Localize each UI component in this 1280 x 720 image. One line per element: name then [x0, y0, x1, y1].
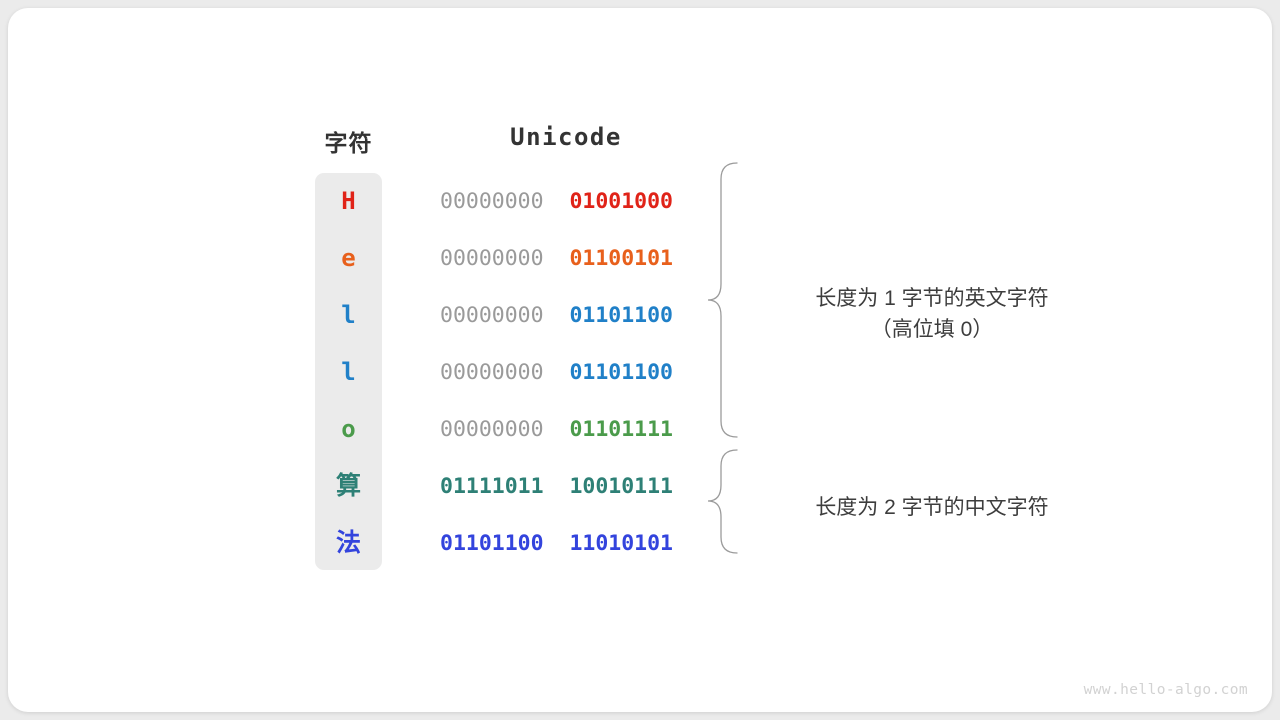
high-byte: 00000000	[440, 417, 544, 442]
high-byte: 01101100	[440, 531, 544, 556]
character-cell: e	[341, 244, 356, 272]
low-byte: 10010111	[569, 474, 674, 499]
low-byte: 01101111	[569, 417, 674, 442]
character-cell: 法	[335, 529, 361, 557]
character-column-panel	[315, 173, 382, 570]
high-byte: 00000000	[440, 246, 544, 271]
high-byte: 01111011	[440, 474, 544, 499]
figure-card: 字符 Unicode H 00000000 01001000 e 00000000 0…	[8, 8, 1272, 712]
low-byte: 01001000	[569, 189, 674, 214]
high-byte: 00000000	[440, 360, 544, 385]
column-header-character: 字符	[324, 130, 373, 156]
high-byte: 00000000	[440, 303, 544, 328]
unicode-bits-cell: 01101100 11010101	[440, 515, 692, 572]
high-byte: 00000000	[440, 189, 544, 214]
annotation-two-byte: 长度为 2 字节的中文字符	[815, 496, 1049, 519]
unicode-bits-cell: 00000000 01100101	[440, 230, 692, 287]
unicode-bits-cell: 00000000 01101100	[440, 287, 692, 344]
unicode-bits-cell: 00000000 01101111	[440, 401, 692, 458]
low-byte: 11010101	[569, 531, 674, 556]
encoding-row: l 00000000 01101100	[8, 344, 1272, 401]
annotation-one-byte: 长度为 1 字节的英文字符 （高位填 0）	[815, 287, 1049, 341]
unicode-bits-cell: 01111011 10010111	[440, 458, 692, 515]
watermark: www.hello-algo.com	[1083, 682, 1248, 698]
character-cell: l	[341, 301, 356, 329]
encoding-row: l 00000000 01101100	[8, 287, 1272, 344]
encoding-row: e 00000000 01100101	[8, 230, 1272, 287]
low-byte: 01101100	[569, 360, 674, 385]
character-cell: 算	[335, 472, 361, 500]
encoding-row: H 00000000 01001000	[8, 173, 1272, 230]
character-cell: H	[341, 187, 356, 215]
encoding-row: 法 01101100 11010101	[8, 515, 1272, 572]
unicode-bits-cell: 00000000 01101100	[440, 344, 692, 401]
low-byte: 01101100	[569, 303, 674, 328]
character-cell: l	[341, 358, 356, 386]
encoding-row: o 00000000 01101111	[8, 401, 1272, 458]
character-cell: o	[341, 415, 356, 443]
column-header-unicode: Unicode	[510, 123, 622, 151]
unicode-bits-cell: 00000000 01001000	[440, 173, 692, 230]
low-byte: 01100101	[569, 246, 674, 271]
encoding-row: 算 01111011 10010111	[8, 458, 1272, 515]
